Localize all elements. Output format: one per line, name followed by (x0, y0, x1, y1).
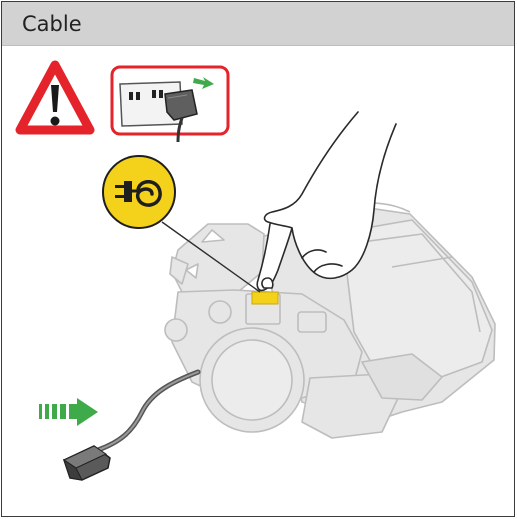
warning-triangle-icon (15, 60, 95, 135)
cable-rewind-icon (102, 155, 176, 229)
unplug-from-socket-icon (110, 65, 230, 143)
cable-rewind-button[interactable] (251, 291, 279, 305)
panel-header: Cable (2, 2, 514, 46)
power-cable (95, 369, 201, 453)
plug-icon (62, 445, 111, 481)
pull-arrow-icon (39, 398, 98, 426)
panel-title: Cable (22, 12, 82, 36)
pressing-hand (256, 111, 397, 292)
callout-line (161, 221, 261, 293)
